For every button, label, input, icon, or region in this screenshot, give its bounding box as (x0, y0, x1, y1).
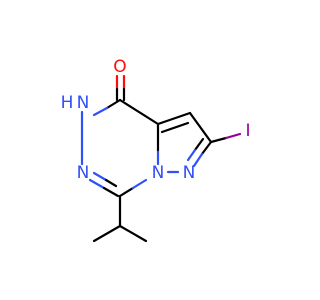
molecule-structure: O H N N N N I (61, 57, 251, 243)
bond-c2-npz-b (192, 152, 204, 168)
bond-c2-i-a (209, 136, 228, 144)
nh-nitrogen-label: N (77, 93, 90, 113)
bond-c2-i-b (224, 132, 242, 140)
iodine-label: I (245, 121, 250, 141)
bond-n-c7-double-a (92, 171, 108, 182)
molecule-canvas: O H N N N N I (60, 57, 251, 243)
bond-c7-nbridge (118, 186, 135, 198)
pyrazole-nitrogen-label: N (183, 163, 196, 183)
bond-c2-npz-a (200, 140, 213, 156)
bond-ch-me1 (92, 224, 122, 243)
bond-n-c7-a (88, 178, 106, 190)
bond-c2-npz-double-a (193, 137, 205, 152)
bond-c4-nh-n (92, 106, 109, 117)
ring-nitrogen-label: N (77, 163, 90, 183)
bond-c3a-c3-double (160, 121, 190, 134)
bonds (80, 74, 242, 243)
atom-labels: O H N N N N I (61, 57, 251, 183)
bond-ch-me2 (118, 224, 148, 243)
nh-hydrogen-label: H (61, 93, 74, 113)
bond-c3a-c4 (118, 98, 160, 126)
bond-n-c7-double-b (104, 178, 118, 188)
bond-n-c7-b (102, 186, 120, 198)
bond-c2-npz-double-b (186, 148, 197, 162)
bond-c3a-c3 (156, 111, 192, 126)
oxygen-label: O (113, 57, 126, 77)
bridgehead-nitrogen-label: N (152, 163, 165, 183)
bond-c3-c2 (188, 111, 213, 144)
bond-c7-nbridge-n (131, 178, 148, 190)
bond-c4-nh (105, 98, 122, 110)
